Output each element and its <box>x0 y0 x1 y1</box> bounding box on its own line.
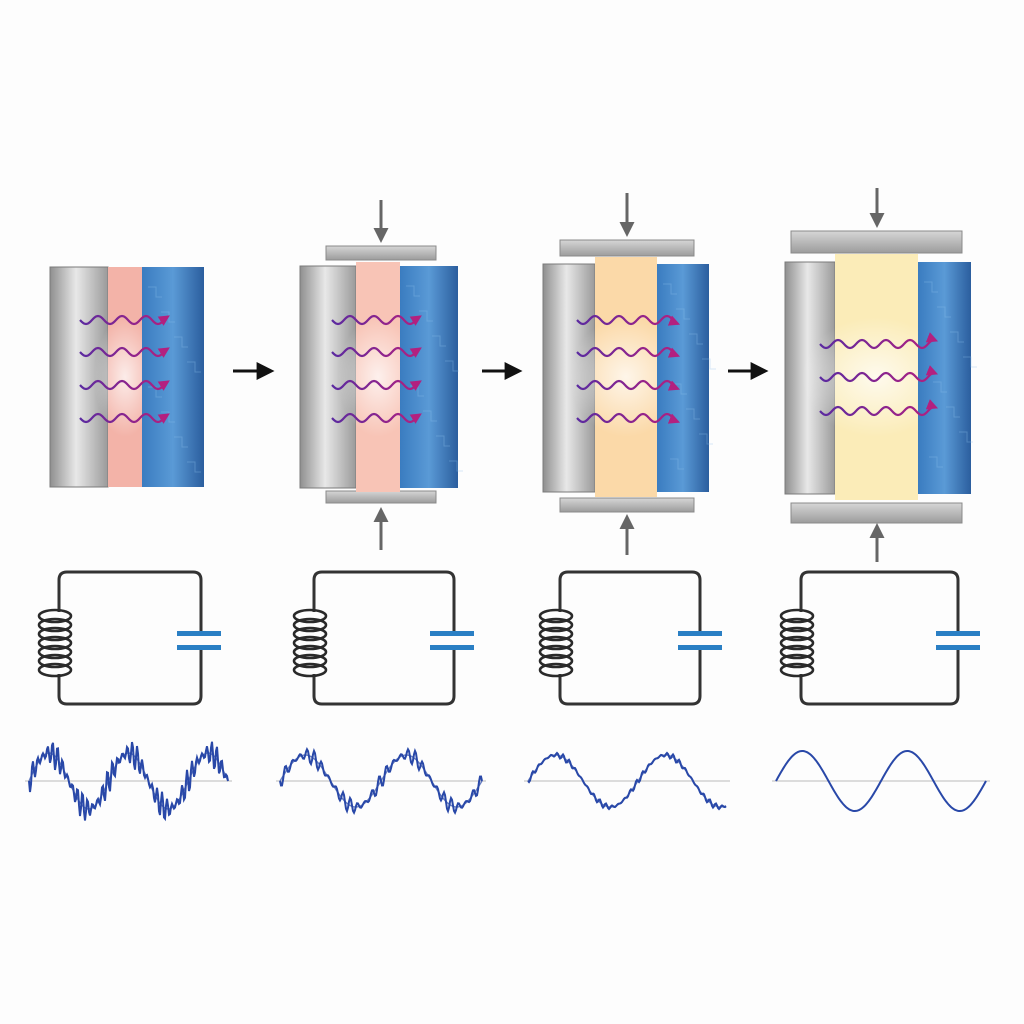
stage-3 <box>524 193 730 811</box>
circuit-wire-bottom <box>57 650 203 706</box>
texture-line <box>929 456 943 468</box>
circuit-wire-top <box>799 570 960 632</box>
wave-arrow-icon <box>79 379 170 391</box>
blue-electrode <box>400 266 458 488</box>
signal-envelope <box>527 754 727 808</box>
lc-circuit <box>779 570 980 706</box>
texture-line <box>924 281 938 293</box>
blue-electrode <box>657 264 709 492</box>
blue-electrode <box>142 267 204 487</box>
wave-arrow-icon <box>79 346 170 358</box>
capacitor-icon <box>678 631 722 650</box>
inductor-coil-icon <box>538 608 574 678</box>
circuit-wire-top <box>312 570 456 632</box>
texture-line <box>663 283 677 295</box>
gap-glow <box>570 317 682 437</box>
texture-line <box>187 461 201 473</box>
inductor-coil-icon <box>779 608 815 678</box>
texture-line <box>702 358 716 370</box>
texture-line <box>689 333 703 345</box>
stage-2 <box>276 200 486 815</box>
texture-line <box>445 360 459 372</box>
wave-arrow-icon <box>819 399 939 417</box>
texture-line <box>174 436 188 448</box>
stage-1 <box>25 266 232 822</box>
signal-waveform <box>25 741 232 822</box>
texture-line <box>933 381 947 393</box>
circuit-wire-top <box>57 570 203 632</box>
texture-line <box>686 408 700 420</box>
signal-waveform <box>772 749 990 813</box>
texture-line <box>174 336 188 348</box>
texture-line <box>676 308 690 320</box>
wave-arrow-icon <box>576 346 681 358</box>
lc-circuit <box>292 570 474 706</box>
top-compression-plate <box>559 239 695 257</box>
texture-line <box>187 361 201 373</box>
circuit-wire-bottom <box>799 650 960 706</box>
capacitor-icon <box>430 631 474 650</box>
wave-arrow-icon <box>576 412 681 424</box>
texture-line <box>950 331 964 343</box>
bottom-compression-plate <box>325 490 437 504</box>
wave-arrow-icon <box>79 314 170 326</box>
signal-waveform <box>524 751 730 811</box>
signal-trace <box>775 749 987 813</box>
inductor-coil-icon <box>292 608 328 678</box>
texture-line <box>699 433 713 445</box>
wave-arrow-icon <box>331 379 422 391</box>
texture-line <box>449 460 463 472</box>
lc-circuit <box>37 570 221 706</box>
circuit-wire-top <box>558 570 702 632</box>
wave-arrow-icon <box>576 379 681 391</box>
lc-circuit <box>538 570 722 706</box>
wave-arrow-icon <box>331 346 422 358</box>
texture-line <box>963 356 977 368</box>
texture-line <box>937 306 951 318</box>
wave-arrow-icon <box>576 314 681 326</box>
top-compression-plate <box>790 230 963 254</box>
texture-line <box>959 431 973 443</box>
signal-envelope <box>279 754 483 808</box>
wave-arrow-icon <box>819 365 939 383</box>
capacitor-icon <box>936 631 980 650</box>
inductor-coil-icon <box>37 608 73 678</box>
texture-line <box>406 285 420 297</box>
texture-line <box>423 410 437 422</box>
circuit-wire-bottom <box>558 650 702 706</box>
capacitor-icon <box>177 631 221 650</box>
top-compression-plate <box>325 245 437 261</box>
wave-arrow-icon <box>79 412 170 424</box>
wave-arrow-icon <box>819 332 939 350</box>
texture-line <box>432 335 446 347</box>
bottom-compression-plate <box>790 502 963 524</box>
stage-4 <box>772 188 990 813</box>
texture-line <box>148 286 162 298</box>
texture-line <box>436 435 450 447</box>
texture-line <box>670 458 684 470</box>
bottom-compression-plate <box>559 497 695 513</box>
wave-arrow-icon <box>331 314 422 326</box>
circuit-wire-bottom <box>312 650 456 706</box>
wave-arrow-icon <box>331 412 422 424</box>
texture-line <box>148 386 162 398</box>
gap-glow <box>94 317 156 437</box>
signal-waveform <box>276 747 486 815</box>
signal-envelope <box>28 752 229 810</box>
texture-line <box>419 310 433 322</box>
texture-line <box>946 406 960 418</box>
